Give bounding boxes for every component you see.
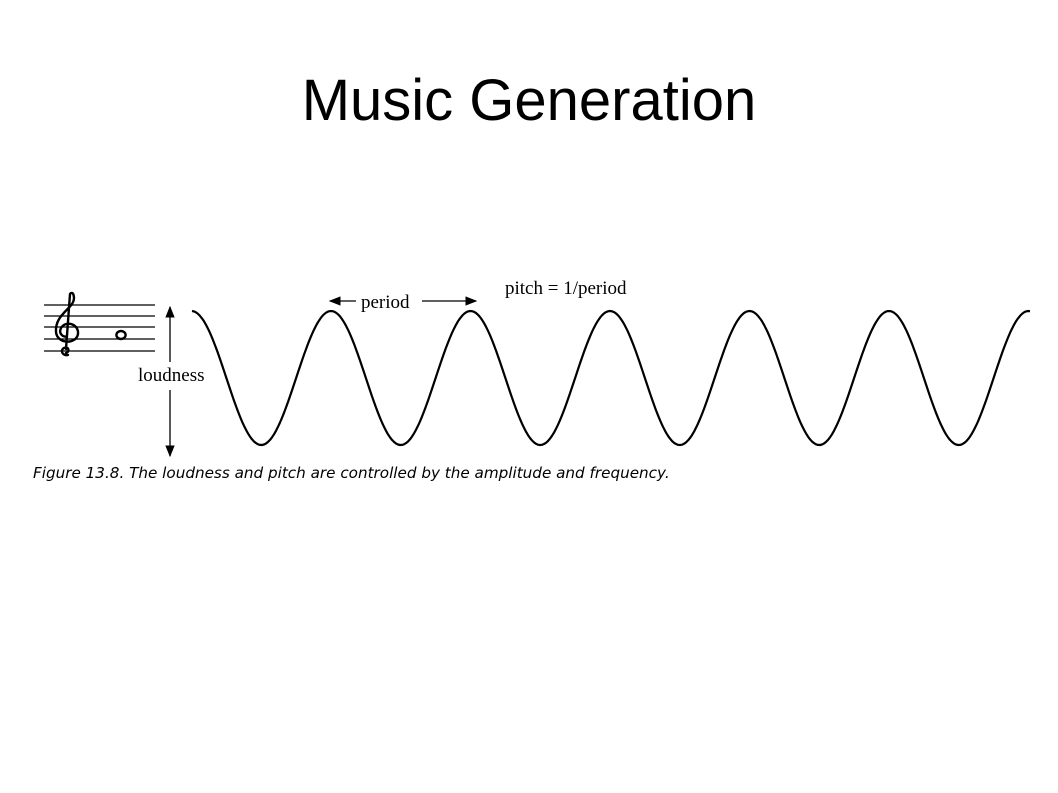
figure-caption: Figure 13.8. The loudness and pitch are …	[33, 464, 670, 482]
loudness-label: loudness	[138, 365, 205, 386]
treble-clef-icon	[54, 291, 80, 357]
period-label: period	[361, 292, 410, 313]
whole-note-icon	[115, 329, 127, 341]
pitch-formula-label: pitch = 1/period	[505, 278, 627, 299]
slide-title: Music Generation	[301, 68, 757, 133]
sine-waveform	[191, 309, 1031, 447]
